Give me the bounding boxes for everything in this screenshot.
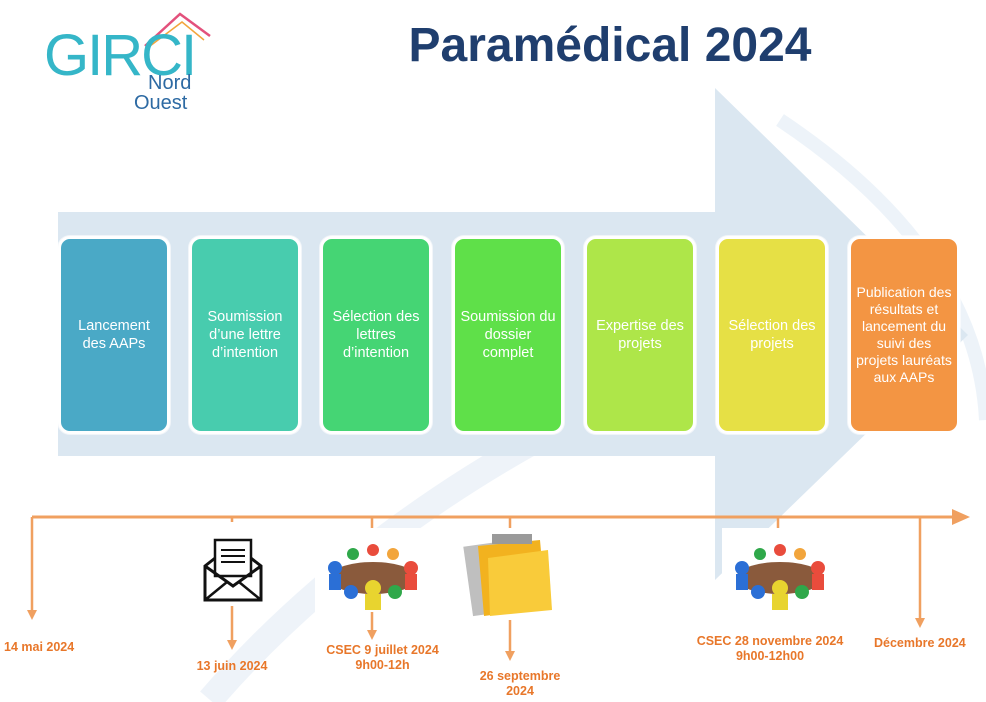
girci-logo: GIRCI Nord Ouest — [40, 8, 230, 114]
step-soumission-dossier: Soumission du dossier complet — [452, 236, 564, 434]
step-publication: Publication des résultats et lancement d… — [848, 236, 960, 434]
page-title: Paramédical 2024 — [408, 19, 812, 72]
logo-ouest: Ouest — [134, 92, 188, 114]
meeting-icon — [315, 528, 431, 612]
step-selection-projets: Sélection des projets — [716, 236, 828, 434]
logo-nord: Nord — [148, 72, 192, 94]
meeting-icon-2 — [722, 528, 838, 612]
envelope-icon — [191, 522, 275, 606]
step-selection-lettres: Sélection des lettres d’intention — [320, 236, 432, 434]
logo-text: GIRCI — [44, 23, 197, 88]
date-9-juillet: CSEC 9 juillet 2024 9h00-12h — [326, 643, 439, 672]
timeline-arrowhead — [952, 509, 970, 525]
logo-roof-icon — [144, 12, 211, 47]
date-14-mai: 14 mai 2024 — [4, 640, 75, 654]
date-28-novembre: CSEC 28 novembre 2024 9h00-12h00 — [696, 634, 844, 663]
folder-icon — [450, 528, 562, 620]
date-26-septembre: 26 septembre 2024 — [479, 669, 561, 698]
date-decembre: Décembre 2024 — [874, 636, 966, 650]
date-13-juin: 13 juin 2024 — [196, 659, 268, 673]
step-expertise: Expertise des projets — [584, 236, 696, 434]
step-soumission-lettre: Soumission d’une lettre d’intention — [189, 236, 301, 434]
step-lancement: Lancement des AAPs — [58, 236, 170, 434]
